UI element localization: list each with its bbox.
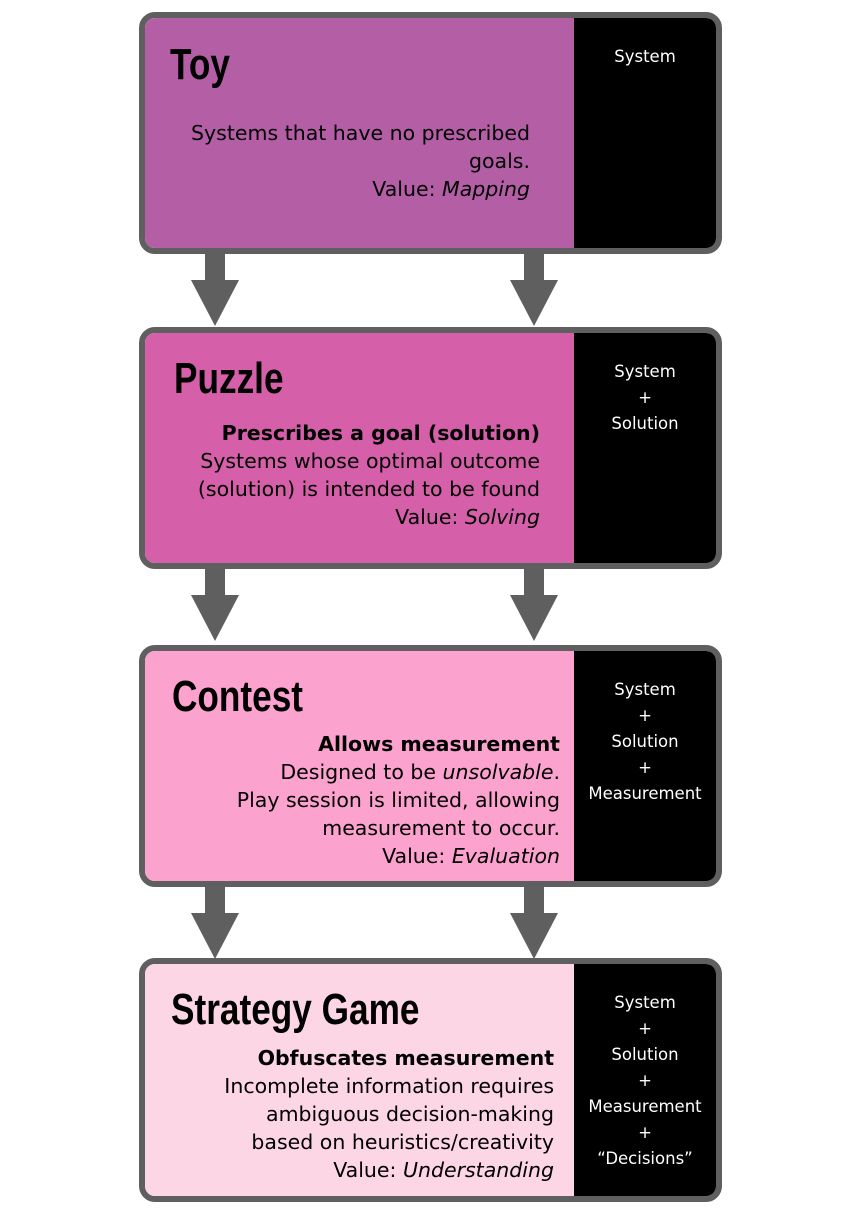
value-label: Value: — [372, 177, 436, 201]
strategy-game-side-panel: System + Solution + Measurement + “Decis… — [574, 964, 716, 1196]
side-line: “Decisions” — [597, 1149, 693, 1168]
strategy-game-value: Value: Understanding — [224, 1156, 554, 1184]
contest-side-panel: System + Solution + Measurement — [574, 651, 716, 881]
toy-main-panel: Toy Systems that have no prescribed goal… — [145, 18, 574, 248]
strategy-game-main-panel: Strategy Game Obfuscates measurement Inc… — [145, 964, 574, 1196]
desc-emphasis: unsolvable — [442, 760, 554, 784]
contest-desc-line-1: Designed to be unsolvable. — [237, 758, 560, 786]
strategy-game-desc-line-3: based on heuristics/creativity — [251, 1130, 554, 1154]
contest-text: Allows measurement Designed to be unsolv… — [237, 730, 560, 870]
strategy-game-subtitle: Obfuscates measurement — [257, 1046, 554, 1070]
contest-main-panel: Contest Allows measurement Designed to b… — [145, 651, 574, 881]
strategy-game-title: Strategy Game — [171, 985, 420, 1034]
strategy-game-box: Strategy Game Obfuscates measurement Inc… — [139, 958, 722, 1202]
side-line: + — [638, 758, 652, 777]
value-word: Understanding — [402, 1158, 554, 1182]
side-line: System — [614, 47, 676, 66]
side-line: System — [614, 680, 676, 699]
side-line: Measurement — [588, 1097, 702, 1116]
arrow-down-icon — [510, 881, 558, 959]
arrow-down-icon — [191, 881, 239, 959]
strategy-game-desc-line-2: ambiguous decision-making — [266, 1102, 554, 1126]
side-line: + — [638, 706, 652, 725]
puzzle-side-panel: System + Solution — [574, 333, 716, 563]
side-line: + — [638, 388, 652, 407]
value-word: Solving — [464, 505, 540, 529]
side-line: + — [638, 1071, 652, 1090]
toy-value: Value: Mapping — [191, 175, 530, 203]
contest-box: Contest Allows measurement Designed to b… — [139, 645, 722, 887]
puzzle-box: Puzzle Prescribes a goal (solution) Syst… — [139, 327, 722, 569]
toy-side-panel: System — [574, 18, 716, 248]
side-line: + — [638, 1019, 652, 1038]
puzzle-subtitle: Prescribes a goal (solution) — [221, 421, 540, 445]
arrow-down-icon — [510, 248, 558, 326]
toy-text: Systems that have no prescribed goals. V… — [191, 119, 530, 203]
toy-desc-line-2: goals. — [468, 149, 530, 173]
strategy-game-desc-line-1: Incomplete information requires — [224, 1074, 554, 1098]
arrow-down-icon — [191, 563, 239, 641]
puzzle-value: Value: Solving — [198, 503, 540, 531]
value-word: Evaluation — [451, 844, 560, 868]
side-line: Solution — [611, 732, 679, 751]
value-word: Mapping — [442, 177, 530, 201]
arrow-down-icon — [191, 248, 239, 326]
contest-desc-line-2: Play session is limited, allowing — [236, 788, 560, 812]
contest-subtitle: Allows measurement — [318, 732, 560, 756]
side-line: System — [614, 362, 676, 381]
puzzle-title: Puzzle — [174, 354, 284, 403]
contest-title: Contest — [172, 672, 304, 721]
side-line: + — [638, 1123, 652, 1142]
contest-value: Value: Evaluation — [237, 842, 560, 870]
value-label: Value: — [382, 844, 446, 868]
puzzle-desc-line-2: (solution) is intended to be found — [197, 477, 540, 501]
desc-part: Designed to be — [280, 760, 443, 784]
desc-part: . — [553, 760, 560, 784]
contest-desc-line-3: measurement to occur. — [322, 816, 560, 840]
puzzle-text: Prescribes a goal (solution) Systems who… — [198, 419, 540, 531]
toy-box: Toy Systems that have no prescribed goal… — [139, 12, 722, 254]
value-label: Value: — [395, 505, 459, 529]
strategy-game-text: Obfuscates measurement Incomplete inform… — [224, 1044, 554, 1184]
toy-desc-line-1: Systems that have no prescribed — [191, 121, 530, 145]
side-line: Solution — [611, 1045, 679, 1064]
puzzle-main-panel: Puzzle Prescribes a goal (solution) Syst… — [145, 333, 574, 563]
toy-title: Toy — [170, 40, 230, 89]
side-line: Solution — [611, 414, 679, 433]
puzzle-desc-line-1: Systems whose optimal outcome — [200, 449, 540, 473]
side-line: System — [614, 993, 676, 1012]
value-label: Value: — [333, 1158, 397, 1182]
side-line: Measurement — [588, 784, 702, 803]
arrow-down-icon — [510, 563, 558, 641]
